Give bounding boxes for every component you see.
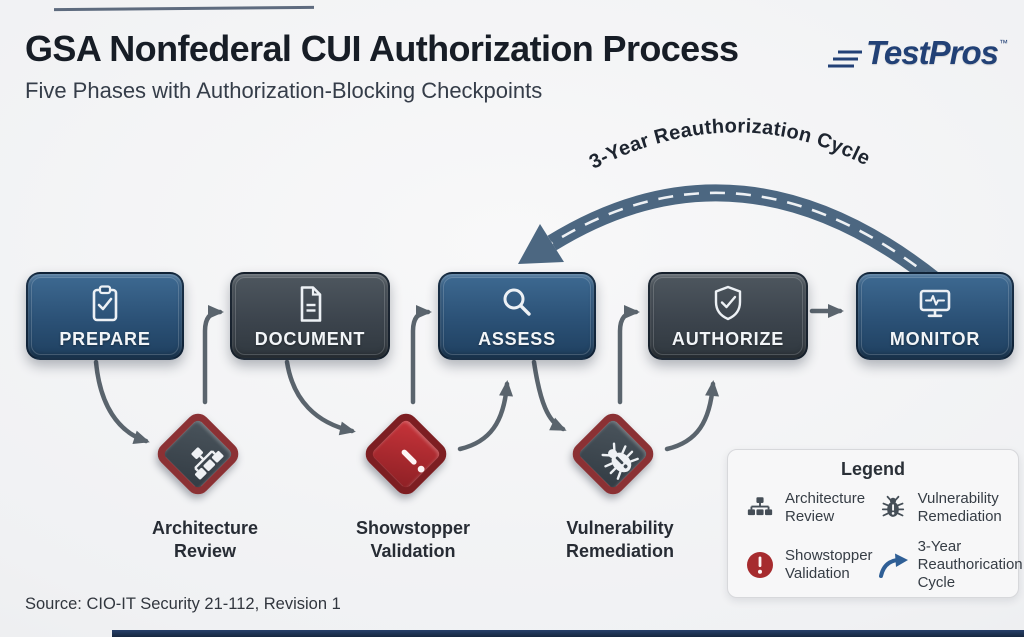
exclamation-icon — [401, 449, 425, 473]
legend-label: Showstopper Validation — [785, 547, 873, 582]
phase-box-authorize: AUTHORIZE — [648, 272, 808, 360]
checkpoint-label-vulnerability-remediation: Vulnerability Remediation — [565, 518, 675, 562]
phase-box-prepare: PREPARE — [26, 272, 184, 360]
phase-box-document: DOCUMENT — [230, 272, 390, 360]
legend-item-reauthorization-cycle: 3-Year Reauthorication Cycle — [877, 538, 1023, 591]
arrow-architecture-to-document — [202, 305, 224, 405]
cycle-arrow-icon — [878, 553, 908, 578]
legend-title: Legend — [840, 459, 905, 479]
reauthorization-cycle-arc — [518, 184, 943, 289]
arrow-prepare-to-architecture — [93, 359, 150, 444]
arrow-assess-to-vulnerability — [531, 359, 567, 432]
legend-item-showstopper-validation: Showstopper Validation — [744, 538, 873, 591]
checkpoint-showstopper-validation — [358, 406, 468, 516]
exclamation-circle-icon — [747, 551, 773, 578]
arrow-document-to-showstopper — [284, 359, 356, 436]
page-title: GSA Nonfederal CUI Authorization Process — [25, 28, 739, 69]
bug-icon — [601, 442, 639, 480]
phase-label: PREPARE — [59, 329, 151, 349]
logo-text: TestPros — [866, 34, 999, 71]
shield-check-icon — [714, 285, 742, 321]
arrow-vulnerability-to-authorize-left — [617, 305, 640, 405]
page-subtitle: Five Phases with Authorization-Blocking … — [25, 78, 543, 103]
phase-label: ASSESS — [478, 329, 556, 349]
legend-label: 3-Year Reauthorication Cycle — [917, 538, 1023, 591]
legend-item-vulnerability-remediation: Vulnerability Remediation — [877, 490, 1023, 525]
bug-icon — [881, 495, 904, 517]
arrow-showstopper-to-assess-bottom — [457, 380, 514, 452]
sitemap-icon — [747, 496, 773, 515]
arrow-showstopper-to-assess-left — [410, 305, 432, 405]
cycle-arrowhead-icon — [518, 224, 564, 264]
legend-panel: Legend Architecture Review — [727, 449, 1023, 598]
legend-label: Architecture Review — [785, 490, 866, 525]
testpros-logo: TestPros ™ — [828, 34, 1008, 74]
checkpoint-vulnerability-remediation — [565, 406, 675, 516]
checkpoint-label-architecture-review: Architecture Review — [151, 518, 259, 562]
magnifier-icon — [503, 288, 531, 316]
phase-label: MONITOR — [889, 329, 981, 349]
logo-trademark: ™ — [999, 38, 1008, 48]
document-icon — [300, 286, 322, 322]
phase-box-assess: ASSESS — [438, 272, 596, 360]
bottom-accent-bar — [112, 630, 1024, 637]
phase-label: AUTHORIZE — [671, 329, 785, 349]
checkpoint-label-showstopper-validation: Showstopper Validation — [355, 518, 470, 562]
cycle-arc-label: 3-Year Reauthorization Cycle — [586, 115, 874, 173]
checkpoint-architecture-review — [150, 406, 260, 516]
legend-item-architecture-review: Architecture Review — [744, 490, 873, 525]
phase-label: DOCUMENT — [254, 329, 366, 349]
source-citation: Source: CIO-IT Security 21-112, Revision… — [25, 595, 341, 613]
phase-box-monitor: MONITOR — [856, 272, 1014, 360]
legend-label: Vulnerability Remediation — [917, 490, 1002, 525]
logo-speed-lines-icon — [828, 50, 862, 68]
clipboard-check-icon — [92, 285, 118, 322]
monitor-pulse-icon — [919, 289, 951, 318]
sitemap-icon — [191, 447, 224, 480]
arrow-vulnerability-to-authorize-bottom — [664, 380, 720, 452]
